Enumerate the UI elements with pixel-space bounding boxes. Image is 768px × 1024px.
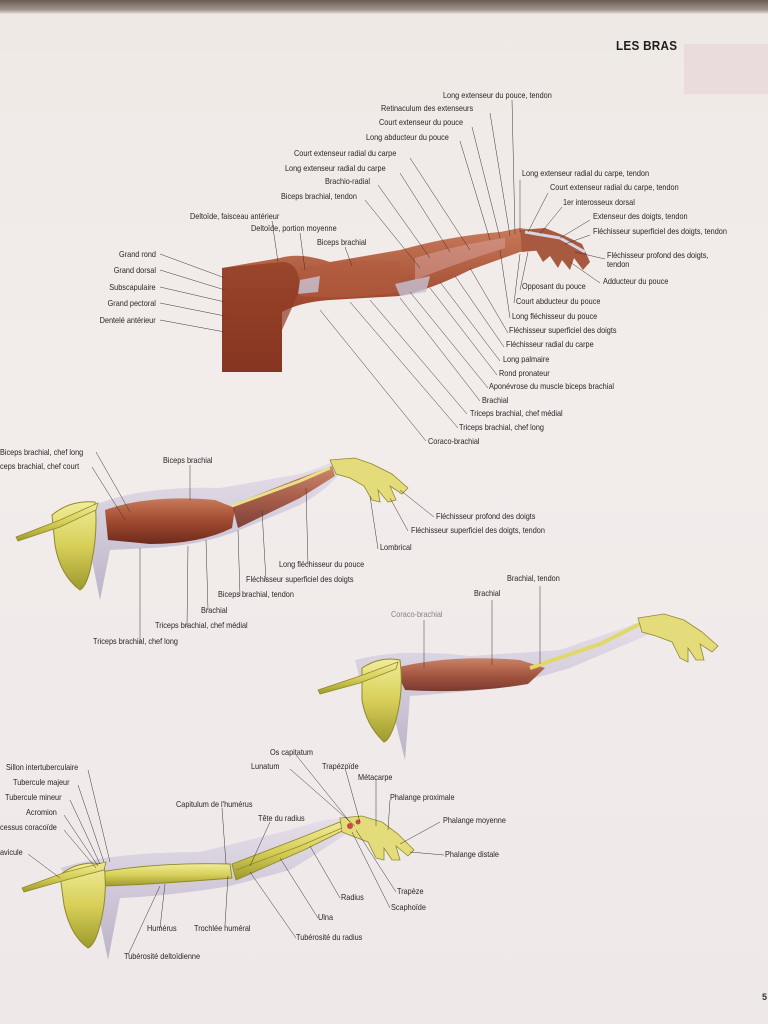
label-lombrical: Lombrical [380, 543, 412, 552]
label-brachio-radial: Brachio-radial [325, 177, 370, 186]
label-flechisseur-superficiel-doigts-tendon-2: Fléchisseur superficiel des doigts, tend… [411, 526, 545, 535]
label-tuberosite-radius: Tubérosité du radius [296, 933, 362, 942]
label-brachial: Brachial [482, 396, 508, 405]
label-biceps-brachial-tendon-2: Biceps brachial, tendon [218, 590, 294, 599]
label-tubercule-majeur: Tubercule majeur [13, 778, 70, 787]
label-court-abducteur-pouce: Court abducteur du pouce [516, 297, 600, 306]
label-scaphoide: Scaphoïde [391, 903, 426, 912]
label-rond-pronateur: Rond pronateur [499, 369, 550, 378]
label-court-extenseur-pouce: Court extenseur du pouce [379, 118, 463, 127]
label-subscapulaire: Subscapulaire [110, 283, 156, 292]
label-brachial-2: Brachial [201, 606, 227, 615]
label-court-extenseur-radial-carpe-tendon: Court extenseur radial du carpe, tendon [550, 183, 679, 192]
label-lunatum: Lunatum [251, 762, 279, 771]
page-number: 5 [762, 992, 767, 1002]
label-biceps-brachial-2: Biceps brachial [163, 456, 213, 465]
label-adducteur-pouce: Adducteur du pouce [603, 277, 668, 286]
label-phalange-proximale: Phalange proximale [390, 793, 455, 802]
label-long-extenseur-radial-carpe: Long extenseur radial du carpe [285, 164, 386, 173]
label-grand-pectoral: Grand pectoral [108, 299, 156, 308]
label-coraco-brachial: Coraco-brachial [428, 437, 480, 446]
label-opposant-pouce: Opposant du pouce [522, 282, 586, 291]
label-tuberosite-deltoidienne: Tubérosité deltoïdienne [124, 952, 200, 961]
label-premier-interosseux-dorsal: 1er interosseux dorsal [563, 198, 635, 207]
label-long-extenseur-radial-carpe-tendon: Long extenseur radial du carpe, tendon [522, 169, 649, 178]
label-flechisseur-superficiel-doigts: Fléchisseur superficiel des doigts [509, 326, 617, 335]
label-flechisseur-superficiel-doigts-tendon: Fléchisseur superficiel des doigts, tend… [593, 227, 734, 236]
label-deltoide-portion-moyenne: Deltoïde, portion moyenne [251, 224, 337, 233]
label-retinaculum-extenseurs: Retinaculum des extenseurs [381, 104, 473, 113]
label-biceps-chef-long: Biceps brachial, chef long [0, 448, 83, 457]
label-biceps-brachial: Biceps brachial [317, 238, 367, 247]
label-flechisseur-profond-doigts: Fléchisseur profond des doigts [436, 512, 535, 521]
label-court-extenseur-radial-carpe: Court extenseur radial du carpe [294, 149, 396, 158]
label-grand-rond: Grand rond [119, 250, 156, 259]
label-flechisseur-superficiel-doigts-2: Fléchisseur superficiel des doigts [246, 575, 354, 584]
label-tete-radius: Tête du radius [258, 814, 305, 823]
label-triceps-chef-medial: Triceps brachial, chef médial [470, 409, 563, 418]
label-capitulum-humerus: Capitulum de l'humérus [176, 800, 252, 809]
label-metacarpe: Métacarpe [358, 773, 392, 782]
label-deltoide-faisceau-anterieur: Deltoïde, faisceau antérieur [190, 212, 279, 221]
label-sillon-intertuberculaire: Sillon intertuberculaire [6, 763, 78, 772]
label-ulna: Ulna [318, 913, 333, 922]
label-triceps-chef-long-2: Triceps brachial, chef long [93, 637, 178, 646]
label-long-abducteur-pouce: Long abducteur du pouce [366, 133, 449, 142]
label-coraco-brachial-3: Coraco-brachial [391, 610, 443, 619]
label-biceps-brachial-tendon: Biceps brachial, tendon [281, 192, 357, 201]
label-extenseur-doigts-tendon: Extenseur des doigts, tendon [593, 212, 688, 221]
label-phalange-distale: Phalange distale [445, 850, 499, 859]
label-trapezoide: Trapézoïde [322, 762, 359, 771]
label-radius: Radius [341, 893, 364, 902]
label-acromion: Acromion [26, 808, 57, 817]
label-triceps-chef-medial-2: Triceps brachial, chef médial [155, 621, 248, 630]
label-trapeze: Trapèze [397, 887, 424, 896]
label-biceps-chef-court: ceps brachial, chef court [0, 462, 79, 471]
label-humerus: Humérus [147, 924, 177, 933]
label-phalange-moyenne: Phalange moyenne [443, 816, 506, 825]
label-flechisseur-radial-carpe: Fléchisseur radial du carpe [506, 340, 594, 349]
figure3-arm-brachialis [318, 614, 718, 760]
label-long-extenseur-pouce-tendon: Long extenseur du pouce, tendon [443, 91, 552, 100]
label-triceps-chef-long: Triceps brachial, chef long [459, 423, 544, 432]
label-grand-dorsal: Grand dorsal [114, 266, 156, 275]
label-long-flechisseur-pouce-2: Long fléchisseur du pouce [279, 560, 364, 569]
label-aponevrose-biceps-brachial: Aponévrose du muscle biceps brachial [489, 382, 614, 391]
label-brachial-3: Brachial [474, 589, 500, 598]
label-os-capitatum: Os capitatum [270, 748, 313, 757]
label-dentele-anterieur: Dentelé antérieur [100, 316, 156, 325]
label-trochlee-humeral: Trochlée huméral [194, 924, 251, 933]
label-tubercule-mineur: Tubercule mineur [5, 793, 62, 802]
label-long-palmaire: Long palmaire [503, 355, 549, 364]
label-brachial-tendon: Brachial, tendon [507, 574, 560, 583]
label-clavicule: avicule [0, 848, 23, 857]
label-processus-coracoide: cessus coracoïde [0, 823, 57, 832]
label-flechisseur-profond-doigts-tendon: Fléchisseur profond des doigts, tendon [607, 251, 730, 269]
label-long-flechisseur-pouce: Long fléchisseur du pouce [512, 312, 597, 321]
